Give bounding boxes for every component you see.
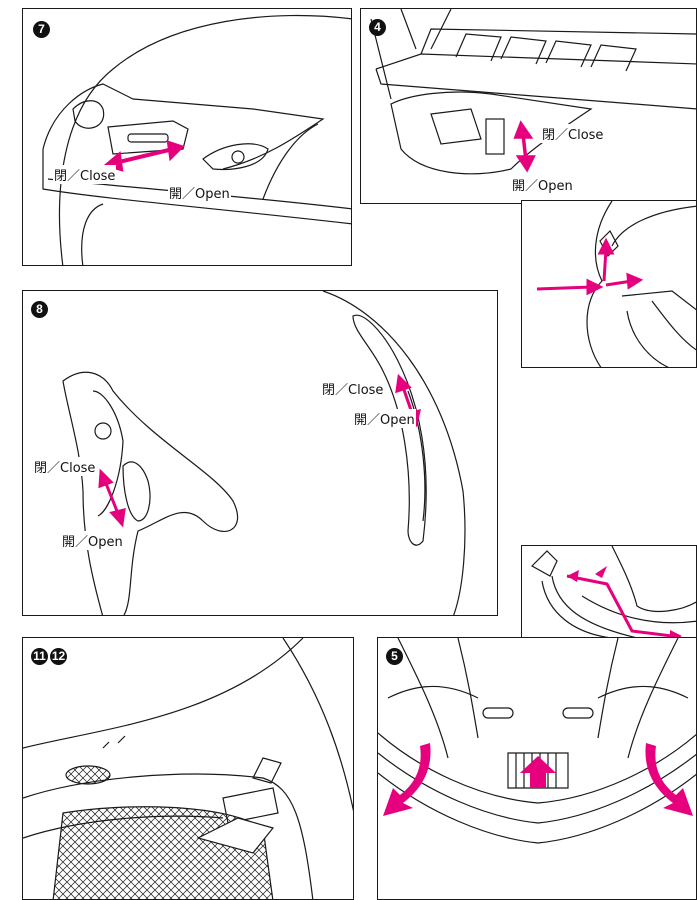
- step-number: 8: [31, 301, 48, 318]
- step-11-12-illustration: [23, 638, 354, 900]
- open-label: 開／Open: [168, 183, 231, 202]
- step-number: 7: [33, 21, 50, 38]
- left-open-label: 開／Open: [61, 531, 124, 550]
- step-7-panel: 7 閉／Close 開／Open: [22, 8, 352, 266]
- open-label: 開／Open: [511, 175, 574, 194]
- close-label: 閉／Close: [53, 165, 116, 184]
- detail-a-illustration: [522, 201, 697, 368]
- detail-b-illustration: [522, 546, 697, 638]
- step-5-illustration: [378, 638, 697, 900]
- right-open-label: 開／Open: [353, 409, 416, 428]
- step-4-panel: 4 閉／Close 開／Open: [360, 8, 697, 204]
- close-label: 閉／Close: [541, 124, 604, 143]
- step-8-illustration: [23, 291, 498, 616]
- step-number: 5: [386, 648, 403, 665]
- detail-panel-b: [521, 545, 697, 638]
- step-number: 4: [369, 19, 386, 36]
- step-7-illustration: [23, 9, 352, 266]
- left-close-label: 閉／Close: [33, 457, 96, 476]
- step-8-panel: 8 閉／Close 開／Open 閉／Close 開／Open: [22, 290, 498, 616]
- right-close-label: 閉／Close: [321, 379, 384, 398]
- step-5-panel: 5: [377, 637, 697, 900]
- detail-panel-a: [521, 200, 697, 368]
